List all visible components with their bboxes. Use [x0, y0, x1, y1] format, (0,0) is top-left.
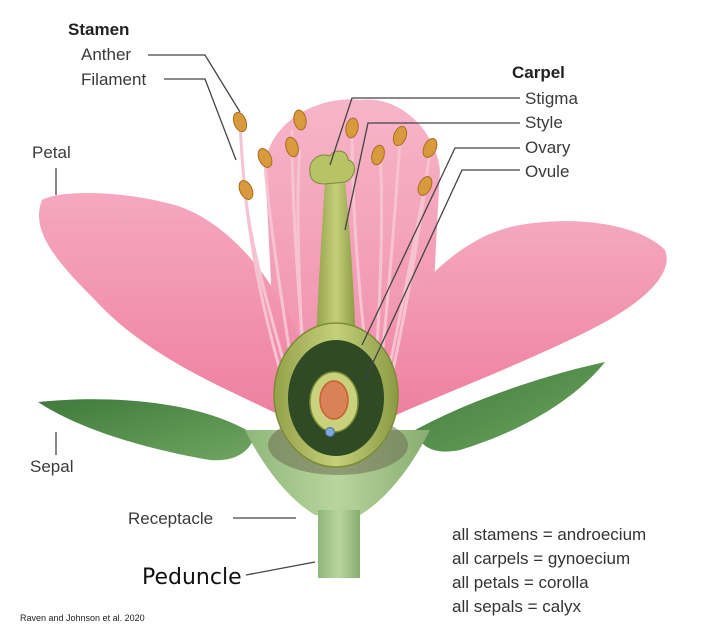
sepal-right — [415, 362, 605, 452]
label-stigma: Stigma — [525, 89, 578, 108]
petal-left — [38, 193, 301, 420]
petal-back — [265, 99, 440, 361]
note-corolla: all petals = corolla — [452, 573, 589, 592]
egg-cell — [325, 427, 335, 437]
style — [316, 180, 356, 345]
note-gynoecium: all carpels = gynoecium — [452, 549, 630, 568]
label-filament: Filament — [81, 70, 146, 89]
label-carpel: Carpel — [512, 63, 565, 82]
citation: Raven and Johnson et al. 2020 — [20, 613, 145, 623]
anthers — [232, 109, 438, 200]
stigma — [309, 150, 355, 185]
note-calyx: all sepals = calyx — [452, 597, 581, 616]
label-sepal: Sepal — [30, 457, 73, 476]
note-androecium: all stamens = androecium — [452, 525, 646, 544]
label-anther: Anther — [81, 45, 131, 64]
label-ovule: Ovule — [525, 162, 569, 181]
label-petal: Petal — [32, 143, 71, 162]
sepal-left — [38, 399, 255, 461]
peduncle — [318, 510, 360, 578]
label-peduncle: Peduncle — [142, 565, 242, 590]
label-style: Style — [525, 113, 563, 132]
label-receptacle: Receptacle — [128, 509, 213, 528]
ovule-embryo-sac — [319, 380, 349, 420]
label-ovary: Ovary — [525, 138, 571, 157]
label-stamen: Stamen — [68, 20, 129, 39]
petal-right — [385, 221, 667, 420]
leader-lines — [55, 54, 520, 576]
